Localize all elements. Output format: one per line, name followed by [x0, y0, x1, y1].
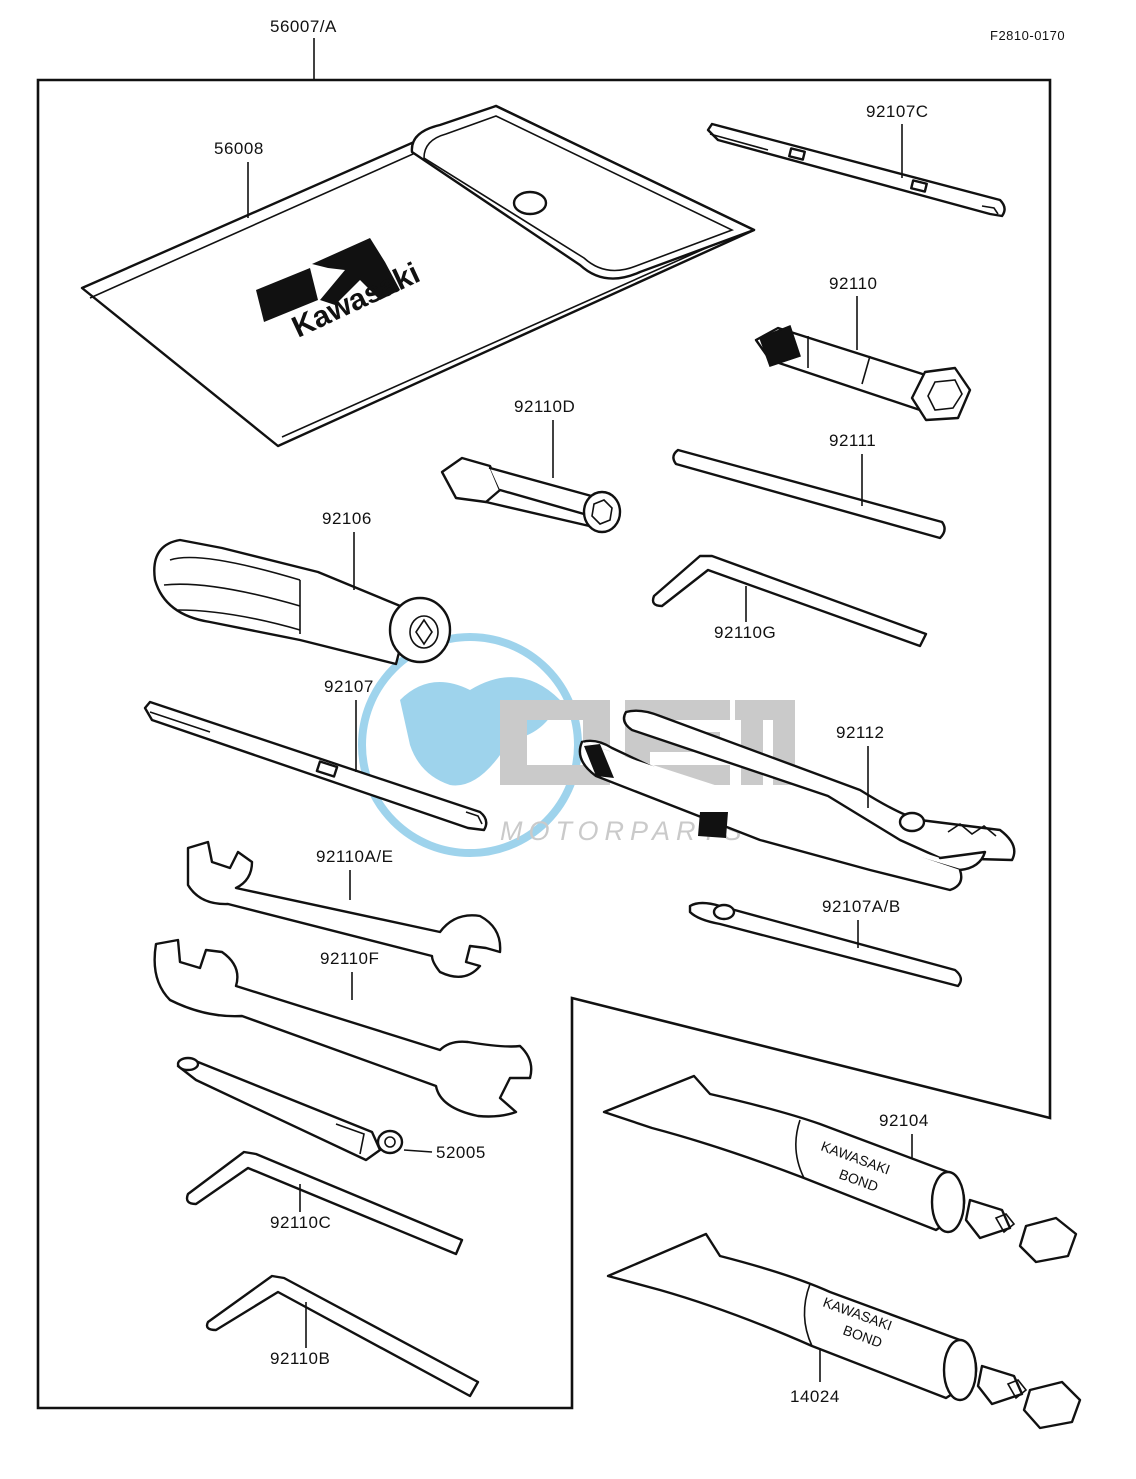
driver-with-grip-52005 [176, 1056, 404, 1162]
screwdriver-bit-92107 [143, 700, 488, 832]
open-end-wrench-92110f [153, 938, 533, 1118]
open-end-wrench-92110ae [186, 840, 502, 978]
label-92112: 92112 [836, 723, 885, 742]
label-92110d: 92110D [514, 397, 575, 416]
screwdriver-bit-92107ab [688, 901, 963, 988]
bond-tube-92104: KAWASAKI BOND [602, 1074, 1078, 1264]
bond-tube-14024: KAWASAKI BOND [606, 1232, 1082, 1430]
label-92110f: 92110F [320, 949, 379, 968]
label-14024: 14024 [790, 1387, 840, 1406]
watermark-continents-icon [400, 677, 560, 786]
label-92111: 92111 [829, 431, 876, 450]
label-92110: 92110 [829, 274, 878, 293]
label-92106: 92106 [322, 509, 372, 528]
spark-plug-wrench-92110 [754, 325, 972, 422]
leader-52005 [403, 1149, 433, 1153]
label-52005: 52005 [436, 1143, 486, 1162]
hex-key-92110b [205, 1274, 480, 1398]
pouch-flap [410, 104, 756, 280]
grip-ring-52005 [376, 1129, 404, 1155]
hex-key-92110c [185, 1150, 464, 1256]
pliers-92112 [578, 709, 1016, 892]
watermark-globe-icon [358, 633, 582, 857]
tube-cap-icon-2 [1022, 1380, 1082, 1430]
label-92110b: 92110B [270, 1349, 330, 1368]
tommy-bar-92111 [672, 448, 946, 540]
hex-key-92110g [651, 554, 928, 648]
label-56008: 56008 [214, 139, 264, 158]
screwdriver-bit-92107c [706, 122, 1006, 218]
label-92107ab: 92107A/B [822, 897, 901, 916]
kit-frame [36, 78, 1052, 1410]
label-92104: 92104 [879, 1111, 929, 1130]
label-92110ae: 92110A/E [316, 847, 393, 866]
socket-92110d [440, 456, 622, 534]
pouch-snap-button [512, 190, 548, 216]
kit-label: 56007/A [270, 17, 337, 36]
label-92110g: 92110G [714, 623, 776, 642]
tool-pouch: Kawasaki [80, 104, 756, 448]
reference-code: F2810-0170 [990, 28, 1065, 43]
tube-cap-icon [1018, 1216, 1078, 1264]
label-92110c: 92110C [270, 1213, 331, 1232]
screwdriver-handle-92106 [153, 538, 452, 666]
label-92107c: 92107C [866, 102, 929, 121]
label-92107: 92107 [324, 677, 374, 696]
